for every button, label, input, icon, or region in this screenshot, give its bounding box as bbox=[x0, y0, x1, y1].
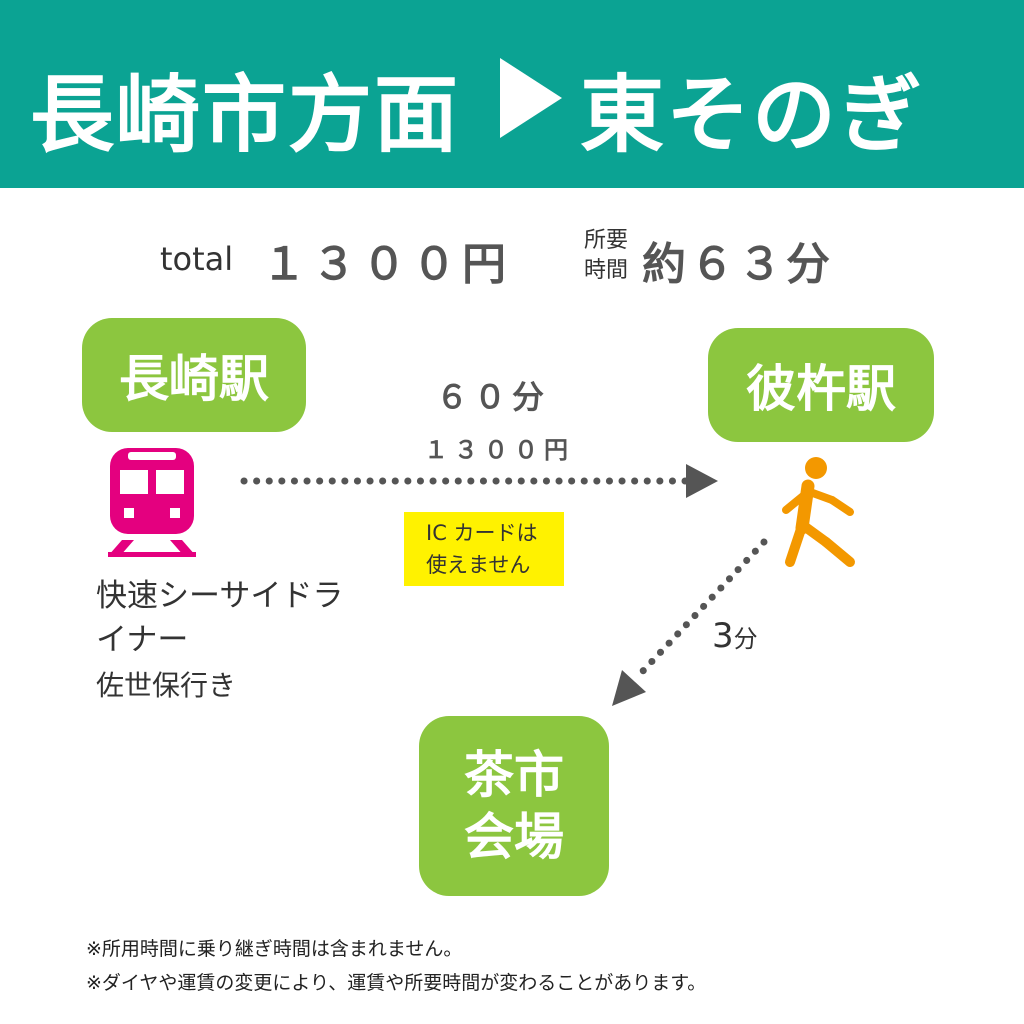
ic-card-notice-line1: IC カードは bbox=[426, 521, 538, 545]
footnote-transfer-time: ※所用時間に乗り継ぎ時間は含まれません。 bbox=[86, 938, 463, 960]
walking-person-icon bbox=[782, 457, 855, 567]
destination-title: 東そのぎ bbox=[580, 66, 925, 164]
station-nagasaki: 長崎駅 bbox=[82, 318, 306, 432]
destination-venue: 茶市会場 bbox=[419, 716, 609, 896]
train-segment-fare: １３００円 bbox=[424, 436, 574, 464]
walk-time-number: 3 bbox=[712, 616, 734, 656]
header-banner: 長崎市方面 東そのぎ bbox=[0, 0, 1024, 188]
train-route-arrowhead bbox=[686, 464, 718, 498]
train-icon bbox=[108, 448, 196, 557]
train-route-line bbox=[240, 464, 718, 498]
direction-arrow-icon bbox=[500, 58, 562, 138]
origin-title: 長崎市方面 bbox=[30, 66, 461, 164]
total-label: total bbox=[160, 240, 234, 278]
walk-route-arrowhead bbox=[612, 670, 646, 706]
train-name: 快速シーサイドライナー bbox=[96, 578, 344, 658]
total-fare: １３００円 bbox=[262, 239, 512, 290]
walk-time: 3分 bbox=[712, 616, 758, 656]
destination-venue-label: 茶市会場 bbox=[464, 746, 564, 866]
station-sonogi-transfer: 彼杵駅 bbox=[708, 328, 934, 442]
ic-card-notice: IC カードは 使えません bbox=[404, 512, 564, 586]
walk-time-unit: 分 bbox=[733, 625, 758, 653]
footnote-schedule-change: ※ダイヤや運賃の変更により、運賃や所要時間が変わることがあります。 bbox=[86, 972, 707, 994]
ic-card-notice-line2: 使えません bbox=[426, 553, 531, 577]
travel-time-value: 約６３分 bbox=[642, 239, 834, 290]
walk-route-line bbox=[612, 538, 768, 706]
footnotes: ※所用時間に乗り継ぎ時間は含まれません。 ※ダイヤや運賃の変更により、運賃や所要… bbox=[86, 932, 706, 1000]
travel-time-label: 所要時間 bbox=[583, 228, 628, 283]
train-destination: 佐世保行き bbox=[96, 669, 237, 702]
train-segment-time: ６０分 bbox=[436, 378, 551, 416]
